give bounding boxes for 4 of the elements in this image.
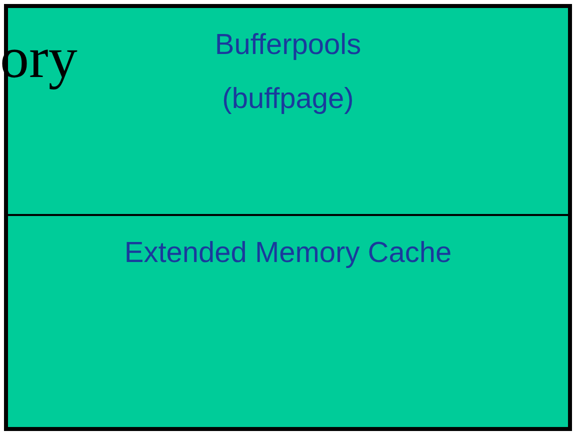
region-label: Bufferpools (buffpage) (214, 28, 362, 117)
region-label: Extended Memory Cache (123, 236, 453, 271)
memory-region-box (4, 4, 572, 216)
memory-region-box (4, 214, 572, 431)
